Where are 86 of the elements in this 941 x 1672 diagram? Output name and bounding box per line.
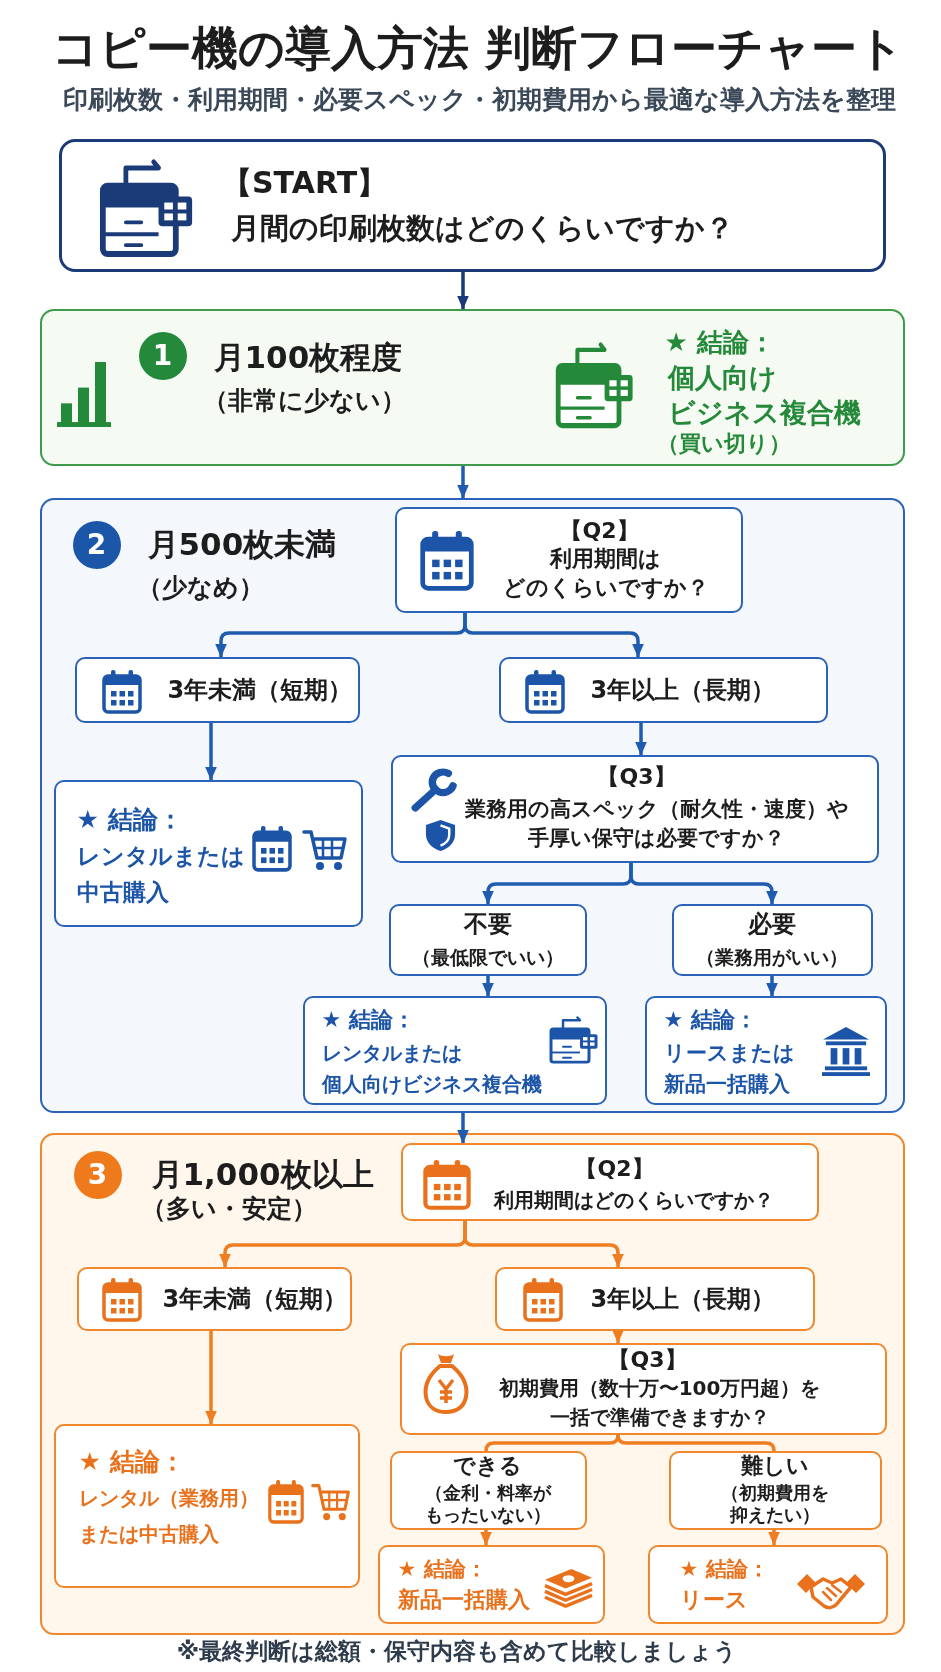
option-box xyxy=(494,1266,815,1331)
question-text: 初期費用（数十万〜100万円超）を一括で準備できますか？ xyxy=(498,1374,821,1431)
arrow xyxy=(768,1530,780,1546)
choice-note: （業務用がいい） xyxy=(695,944,848,969)
option-text: 3年以上（長期） xyxy=(590,674,776,706)
footnote: ※最終判断は総額・保守内容も含めて比較しましょう xyxy=(176,1637,738,1666)
choice-box xyxy=(389,1450,587,1530)
question-label: 【Q2】 xyxy=(575,1154,654,1183)
question-text: 利用期間はどのくらいですか？ xyxy=(502,544,709,602)
question-box xyxy=(394,506,743,613)
section-note: （少なめ） xyxy=(136,571,264,604)
option-text: 3年未満（短期） xyxy=(167,674,353,706)
number-circle: 1 xyxy=(138,331,187,380)
question-box xyxy=(400,1142,819,1221)
arrow xyxy=(205,723,217,781)
question-box xyxy=(390,754,879,863)
arrow xyxy=(457,1113,469,1144)
section-heading: 月1,000枚以上 xyxy=(151,1154,374,1194)
question-label: 【Q3】 xyxy=(608,1345,687,1373)
start-box xyxy=(59,139,886,272)
section-note: （多い・安定） xyxy=(140,1192,317,1225)
conclusion-text: 個人向けビジネス複合機 xyxy=(667,360,861,430)
conclusion-text: リースまたは新品一括購入 xyxy=(663,1039,795,1098)
arrow xyxy=(766,976,778,997)
option-box xyxy=(76,1266,352,1331)
conclusion-text: レンタルまたは中古購入 xyxy=(76,841,245,907)
question-box xyxy=(399,1342,887,1435)
conclusion-text: リース xyxy=(679,1585,748,1614)
question-label: 【Q3】 xyxy=(597,762,676,791)
title: コピー機の導入方法 判断フローチャート xyxy=(52,20,904,77)
choice-heading: 必要 xyxy=(747,908,796,940)
arrow xyxy=(205,1331,217,1425)
choice-box xyxy=(388,903,587,976)
section-panel xyxy=(40,309,905,466)
option-box xyxy=(74,656,360,723)
conclusion-heading: ★ 結論： xyxy=(679,1555,769,1582)
choice-box xyxy=(671,903,873,976)
question-text: 利用期間はどのくらいですか？ xyxy=(493,1186,774,1213)
section-heading: 月100枚程度 xyxy=(213,337,403,377)
conclusion-text: 新品一括購入 xyxy=(397,1585,530,1614)
conclusion-text: レンタル（業務用）または中古購入 xyxy=(78,1484,259,1548)
option-box xyxy=(498,656,828,723)
arrow xyxy=(480,1530,492,1546)
start-label: 【START】 xyxy=(222,164,388,202)
choice-heading: 難しい xyxy=(740,1452,809,1479)
choice-box xyxy=(668,1450,882,1530)
conclusion-heading: ★ 結論： xyxy=(397,1555,487,1582)
conclusion-heading: ★ 結論： xyxy=(321,1005,415,1034)
option-text: 3年未満（短期） xyxy=(162,1283,348,1315)
arrow xyxy=(457,272,469,310)
section-panel xyxy=(40,1133,905,1635)
conclusion-box xyxy=(53,1423,360,1588)
conclusion-heading: ★ 結論： xyxy=(663,1005,757,1034)
conclusion-note: （買い切り） xyxy=(656,429,791,458)
question-text: 業務用の高スペック（耐久性・速度）や手厚い保守は必要ですか？ xyxy=(464,795,849,852)
question-label: 【Q2】 xyxy=(560,516,639,545)
arrow xyxy=(612,1329,624,1344)
arrow xyxy=(463,613,644,658)
arrow xyxy=(482,976,494,997)
choice-heading: できる xyxy=(453,1452,522,1479)
conclusion-box xyxy=(647,1544,888,1624)
conclusion-text: レンタルまたは個人向けビジネス複合機 xyxy=(321,1039,542,1098)
arrow xyxy=(457,466,469,499)
conclusion-heading: ★ 結論： xyxy=(78,1445,185,1478)
choice-note: （最低限でいい） xyxy=(411,944,564,969)
question-text: 月間の印刷枚数はどのくらいですか？ xyxy=(231,210,734,247)
conclusion-box xyxy=(644,995,887,1105)
arrow xyxy=(635,723,647,756)
subtitle: 印刷枚数・利用期間・必要スペック・初期費用から最適な導入方法を整理 xyxy=(62,84,896,116)
choice-note: （初期費用を抑えたい） xyxy=(720,1481,829,1526)
section-heading: 月500枚未満 xyxy=(147,524,337,564)
choice-note: （金利・料率がもったいない） xyxy=(424,1481,551,1526)
number-circle: 2 xyxy=(72,520,121,569)
option-text: 3年以上（長期） xyxy=(590,1283,776,1315)
arrow xyxy=(463,1221,624,1268)
conclusion-heading: ★ 結論： xyxy=(664,325,775,359)
connector-line xyxy=(616,1433,776,1453)
conclusion-box xyxy=(53,779,363,927)
arrow xyxy=(629,863,778,905)
section-panel xyxy=(40,498,905,1113)
conclusion-box xyxy=(377,1544,605,1624)
conclusion-box xyxy=(302,995,607,1105)
section-note: （非常に少ない） xyxy=(202,384,406,417)
conclusion-heading: ★ 結論： xyxy=(76,803,183,836)
choice-heading: 不要 xyxy=(463,908,512,940)
number-circle: 3 xyxy=(73,1150,122,1199)
